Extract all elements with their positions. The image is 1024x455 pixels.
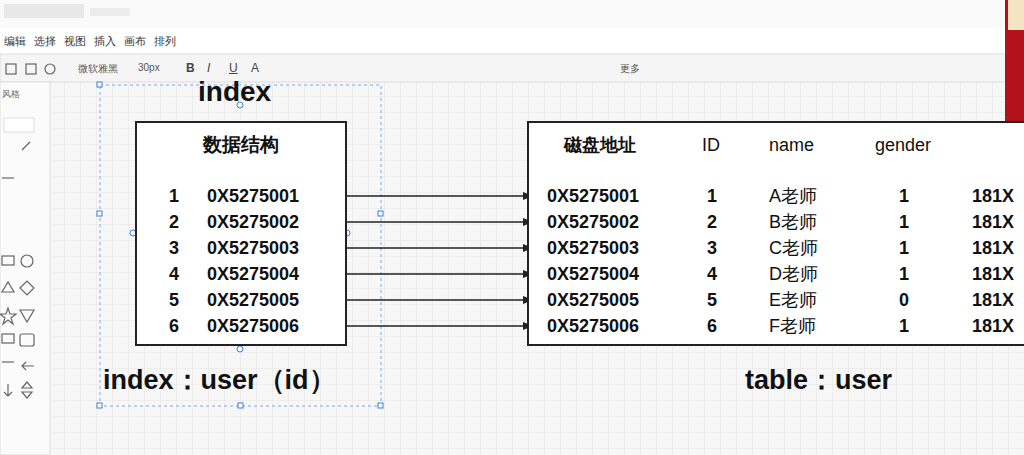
table-cell: 181X	[972, 183, 1014, 209]
pointer-arrow	[332, 247, 532, 249]
row-number: 6	[169, 313, 179, 339]
table-cell: 1	[899, 183, 909, 209]
table-row: 0X5275001 1 A老师 1 181X	[532, 183, 1024, 209]
format-button: I	[207, 61, 210, 75]
table-cell: 181X	[972, 235, 1014, 261]
address-cell: 0X5275003	[207, 235, 299, 261]
format-button: U	[229, 61, 238, 75]
box-heading: 数据结构	[137, 132, 345, 158]
format-button: A	[251, 61, 259, 75]
address-cell: 0X5275001	[207, 183, 299, 209]
pointer-arrow	[332, 325, 532, 327]
menu-item: 编辑	[4, 34, 26, 49]
pointer-arrow	[332, 299, 532, 301]
table-cell: 181X	[972, 209, 1014, 235]
pointer-arrow	[332, 273, 532, 275]
table-row: 0X5275002 2 B老师 1 181X	[532, 209, 1024, 235]
address-cell: 0X5275004	[207, 261, 299, 287]
row-number: 2	[169, 209, 179, 235]
column-header: ID	[702, 132, 720, 158]
index-row: 6 0X5275006	[152, 313, 332, 339]
table-cell: C老师	[769, 235, 818, 261]
index-row: 3 0X5275003	[152, 235, 332, 261]
table-cell: 4	[707, 261, 717, 287]
index-heading: index	[198, 76, 271, 108]
index-row: 2 0X5275002	[152, 209, 332, 235]
menu-item: 插入	[94, 34, 116, 49]
table-cell: 0X5275001	[547, 183, 639, 209]
table-row: 0X5275003 3 C老师 1 181X	[532, 235, 1024, 261]
menu-item: 排列	[154, 34, 176, 49]
table-cell: 0X5275003	[547, 235, 639, 261]
index-row: 5 0X5275005	[152, 287, 332, 313]
table-cell: 5	[707, 287, 717, 313]
table-cell: 181X	[972, 261, 1014, 287]
menu-item: 视图	[64, 34, 86, 49]
table-cell: 0X5275006	[547, 313, 639, 339]
table-cell: 0	[899, 287, 909, 313]
table-cell: 181X	[972, 313, 1014, 339]
table-cell: 1	[899, 235, 909, 261]
row-number: 4	[169, 261, 179, 287]
index-row: 4 0X5275004	[152, 261, 332, 287]
table-cell: 0X5275004	[547, 261, 639, 287]
row-number: 5	[169, 287, 179, 313]
table-cell: 0X5275005	[547, 287, 639, 313]
column-header: name	[769, 132, 814, 158]
index-row: 1 0X5275001	[152, 183, 332, 209]
table-cell: B老师	[769, 209, 817, 235]
pointer-arrow	[332, 221, 532, 223]
address-cell: 0X5275005	[207, 287, 299, 313]
size-select: 30px	[138, 62, 160, 73]
table-cell: D老师	[769, 261, 818, 287]
column-header: gender	[875, 132, 931, 158]
more-button: 更多	[620, 62, 640, 76]
table-cell: 3	[707, 235, 717, 261]
table-cell: 0X5275002	[547, 209, 639, 235]
table-cell: 181X	[972, 287, 1014, 313]
format-button: B	[186, 61, 195, 75]
index-box: 数据结构 1 0X5275001 2 0X5275002 3 0X5275003 4 0X527…	[135, 121, 347, 346]
table-row: 0X5275006 6 F老师 1 181X	[532, 313, 1024, 339]
panel-title: 风格	[2, 88, 20, 101]
table-row: 0X5275004 4 D老师 1 181X	[532, 261, 1024, 287]
menu-item: 选择	[34, 34, 56, 49]
pointer-arrow	[332, 195, 532, 197]
table-row: 0X5275005 5 E老师 0 181X	[532, 287, 1024, 313]
column-header: 磁盘地址	[564, 132, 636, 158]
row-number: 3	[169, 235, 179, 261]
table-box: 磁盘地址IDnamegender0X52750011A老师1181X0X5275…	[527, 121, 1024, 346]
table-cell: E老师	[769, 287, 817, 313]
font-select: 微软雅黑	[78, 62, 118, 76]
menu-item: 画布	[124, 34, 146, 49]
table-cell: F老师	[769, 313, 816, 339]
table-cell: 1	[899, 313, 909, 339]
table-caption: table：user	[745, 362, 892, 398]
table-cell: A老师	[769, 183, 817, 209]
table-cell: 1	[707, 183, 717, 209]
table-cell: 6	[707, 313, 717, 339]
row-number: 1	[169, 183, 179, 209]
index-caption: index：user（id）	[103, 362, 336, 398]
address-cell: 0X5275006	[207, 313, 299, 339]
address-cell: 0X5275002	[207, 209, 299, 235]
table-cell: 2	[707, 209, 717, 235]
table-cell: 1	[899, 261, 909, 287]
table-cell: 1	[899, 209, 909, 235]
